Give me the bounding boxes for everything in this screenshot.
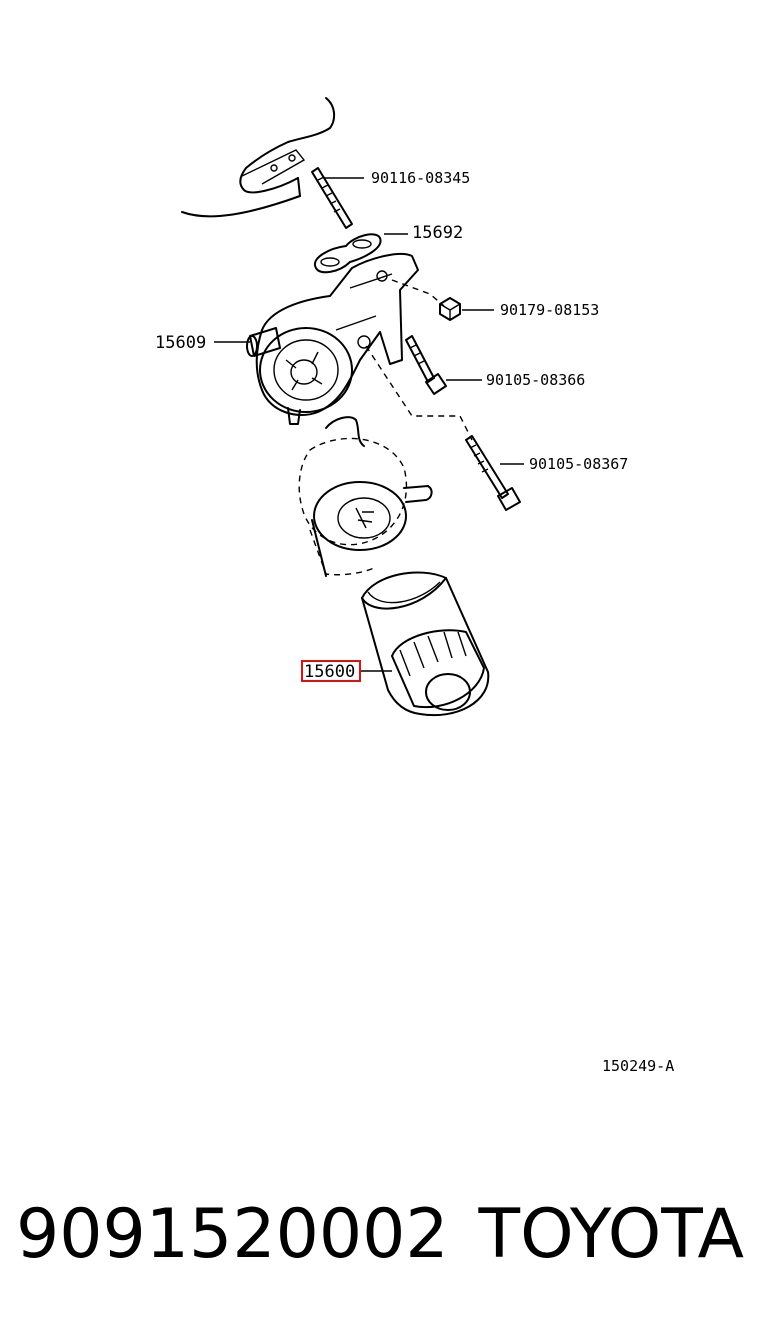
alignment-line-nut <box>391 279 445 307</box>
filter-label-highlight <box>301 660 361 682</box>
footer: 9091520002 TOYOTA <box>0 1180 760 1290</box>
label-bolt-b: 90105-08367 <box>529 455 628 473</box>
label-bracket: 15609 <box>155 333 206 353</box>
oil-cooler-housing <box>298 416 433 577</box>
bolt-a-part <box>405 335 447 395</box>
oil-filter-part <box>361 571 490 717</box>
oil-filter-bracket <box>246 252 419 425</box>
label-nut: 90179-08153 <box>500 301 599 319</box>
label-filter: 15600 <box>304 662 355 682</box>
bolt-b-part <box>465 435 521 511</box>
part-number: 9091520002 <box>16 1195 449 1274</box>
nut-part <box>439 297 461 321</box>
gasket-part <box>313 233 382 274</box>
diagram-reference-code: 150249-A <box>602 1057 674 1075</box>
alignment-line-bolt-b <box>365 345 473 441</box>
brand-name: TOYOTA <box>478 1195 744 1274</box>
label-bolt-a: 90105-08366 <box>486 371 585 389</box>
engine-block-fragment <box>181 97 336 218</box>
exploded-parts-diagram: 90116-08345 15692 15609 90179-08153 <box>155 97 674 1075</box>
label-stud: 90116-08345 <box>371 169 470 187</box>
label-gasket: 15692 <box>412 223 463 243</box>
stud-part <box>311 167 353 229</box>
